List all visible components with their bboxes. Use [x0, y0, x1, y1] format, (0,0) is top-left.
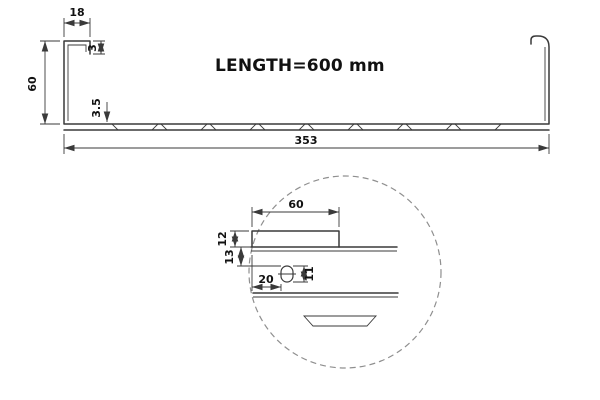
- dim-slot-height-label: 11: [303, 266, 316, 281]
- dim-profile-height-label: 60: [26, 76, 39, 92]
- dim-base-width: 353: [63, 134, 550, 154]
- detail-tab-outline: [251, 230, 340, 248]
- dim-flange-width: 18: [63, 6, 91, 37]
- dim-base-thickness: 3.5: [90, 98, 111, 122]
- detail-dimple: [302, 315, 378, 327]
- serration: [356, 123, 404, 131]
- dim-tab-width: 60: [251, 198, 340, 227]
- extension-line: [40, 40, 60, 125]
- serration: [209, 123, 257, 131]
- serration: [405, 123, 453, 131]
- extension-line: [230, 230, 249, 248]
- extension-line: [63, 18, 91, 37]
- dim-tab-height: 12: [216, 230, 249, 248]
- detail-boundary-circle: [248, 175, 442, 369]
- serration: [258, 123, 306, 131]
- dim-slot-left-offset: 20: [251, 255, 282, 291]
- detail-view: 60 12 13 20 11: [216, 175, 442, 369]
- dim-lip-height-label: 3: [86, 44, 99, 52]
- dim-slot-top-offset-label: 13: [223, 249, 236, 264]
- serration: [454, 123, 502, 131]
- dim-base-thickness-label: 3.5: [90, 98, 103, 118]
- dim-lip-height: 3: [86, 40, 105, 55]
- serration: [111, 123, 159, 131]
- drawing-title: LENGTH=600 mm: [215, 56, 385, 76]
- extension-line: [237, 246, 281, 267]
- base-serrations: [111, 123, 502, 131]
- profile-outline: [63, 35, 550, 125]
- serration: [307, 123, 355, 131]
- dim-profile-height: 60: [26, 40, 60, 125]
- dim-tab-width-label: 60: [288, 198, 304, 211]
- dim-base-width-label: 353: [295, 134, 318, 147]
- dim-slot-height: 11: [293, 265, 316, 283]
- dim-slot-top-offset: 13: [223, 246, 281, 267]
- dim-tab-height-label: 12: [216, 231, 229, 246]
- profile-inner-line-left: [67, 44, 87, 121]
- serration: [160, 123, 208, 131]
- dim-slot-left-offset-label: 20: [258, 273, 274, 286]
- main-profile-view: 18 3 60 3.5 353 LENGTH=600 mm: [26, 6, 550, 154]
- dim-flange-width-label: 18: [69, 6, 84, 19]
